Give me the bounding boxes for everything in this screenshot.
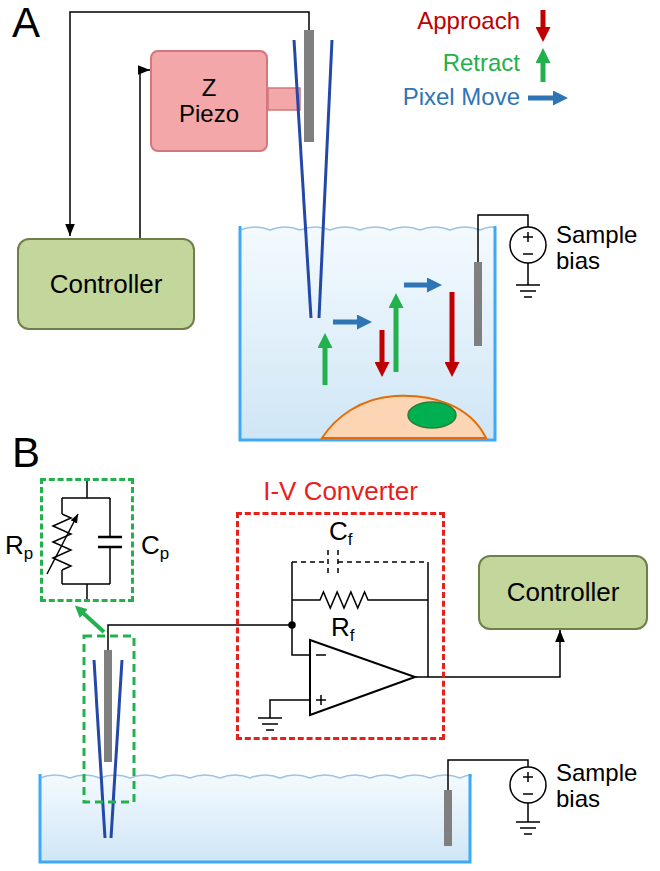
feedback-resistor [292,592,428,608]
iv-converter-circuit [108,550,445,730]
pipette-wall [319,40,332,318]
op-amp [310,640,415,715]
signal-wire [70,12,309,236]
component-label: Cf [329,517,352,546]
source-label: Sample bias [556,760,652,813]
source-circle [510,227,546,263]
legend-retract-arrow [541,60,546,82]
voltage-source [510,227,546,297]
controller-box: Controller [17,238,195,330]
legend-text: Pixel Move [340,84,520,110]
zoom-arrow [82,612,104,632]
water-surface [240,227,495,230]
iv-converter-box: I-V ConverterCfRf [236,512,445,740]
water-surface [40,775,471,778]
bath-electrode [444,790,452,846]
subscript: f [348,530,353,549]
component-label: Rf [331,613,354,642]
output-wire [415,562,445,677]
pipette-wall [94,660,105,838]
retract-arrow [323,345,328,385]
retract-arrow [394,305,399,372]
box-label: Controller [507,578,620,607]
box-label: Controller [50,270,163,299]
pipette-equivalent-circuit: RpCp [40,478,134,602]
subscript: f [350,626,355,645]
input-wire [108,562,310,730]
component-label: Cp [141,531,169,560]
piezo-box: Z Piezo [150,50,268,152]
pipette-wall [294,40,311,318]
pipette-circuit [47,480,122,600]
legend-pixel-move-arrow [528,96,556,101]
electrode [304,30,314,142]
pipette-highlight [84,636,134,802]
subscript: p [160,544,169,563]
variable-arrow [47,514,78,574]
piezo-arm [268,88,300,110]
box-label: Z Piezo [174,75,244,128]
polarity-marks [523,232,533,254]
controller-box: Controller [478,555,648,630]
ground-symbol [516,803,540,834]
component-label: Rp [5,531,33,560]
cell [322,396,486,438]
subscript: p [24,544,33,563]
voltage-source [510,767,546,834]
bath-electrode [474,262,482,346]
junction-dot [289,622,295,628]
group-heading: I-V Converter [236,477,445,506]
signal-connector [140,70,150,238]
signal-connector [445,630,560,677]
legend-text: Approach [340,8,520,34]
capacitor-symbol [98,537,122,547]
pixel-move-arrow [404,283,430,288]
source-label: Sample bias [556,222,652,275]
op-amp-input-marks [316,655,326,705]
feedback-capacitor [292,550,428,574]
bath-wall [240,226,495,440]
bath-water [240,227,495,440]
pixel-move-arrow [333,320,360,325]
resistor-symbol [53,514,71,570]
approach-arrow [380,330,385,365]
legend-text: Retract [340,50,520,76]
panel-letter: B [12,430,40,476]
nucleus [408,402,456,428]
legend-approach-arrow [541,10,546,30]
ground-symbol [516,263,540,297]
electrode [104,650,112,762]
panel-letter: A [12,0,40,46]
approach-arrow [450,292,455,365]
circuit-wire [62,480,110,600]
pipette-wall [111,660,122,838]
polarity-marks [523,772,533,794]
source-circle [510,767,546,803]
